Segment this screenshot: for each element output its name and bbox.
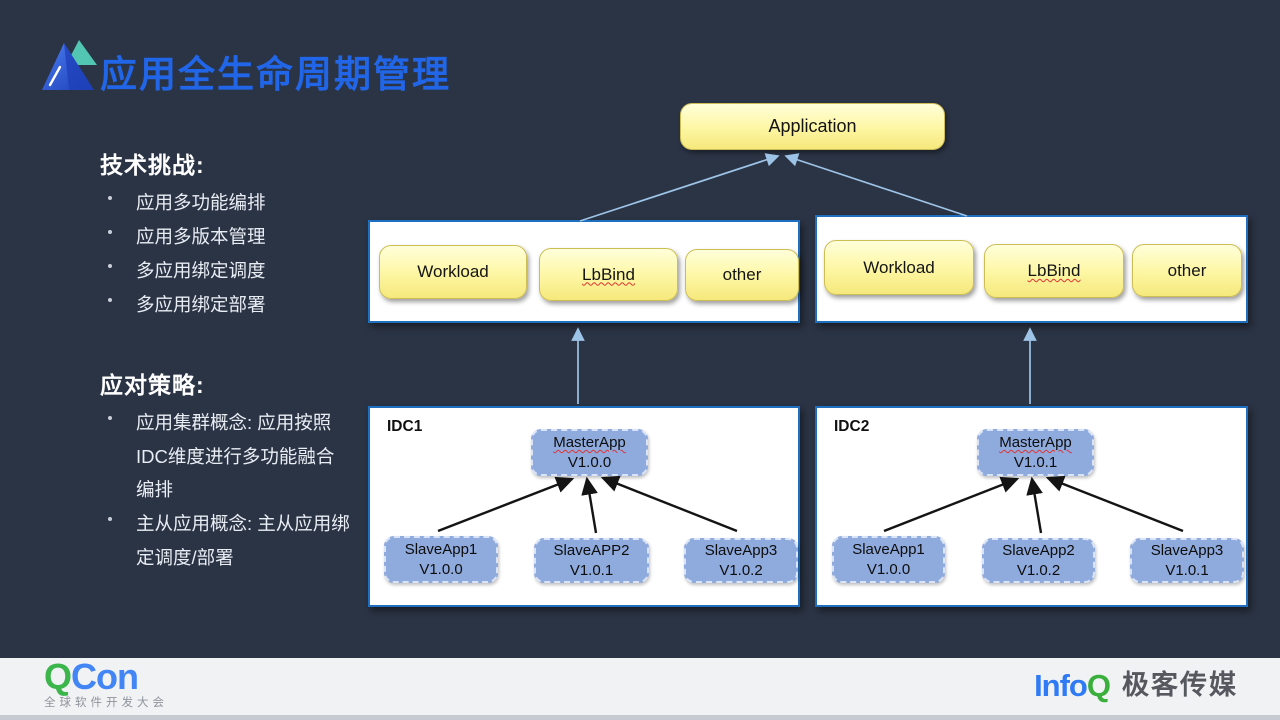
footer-band: QCon 全球软件开发大会 InfoQ 极客传媒	[0, 658, 1280, 715]
challenges-heading: 技术挑战:	[100, 152, 205, 178]
application-node: Application	[680, 103, 945, 150]
footer-bottom-strip	[0, 715, 1280, 720]
workload-node: Workload	[379, 245, 527, 299]
slave-app-node: SlaveApp3 V1.0.2	[684, 538, 798, 583]
cluster-container-2: Workload LbBind other	[815, 215, 1248, 323]
strategy-item: 主从应用概念: 主从应用绑定调度/部署	[108, 507, 352, 574]
challenge-item: 多应用绑定部署	[108, 288, 266, 322]
bullet-dot	[108, 298, 112, 302]
strategy-item: 应用集群概念: 应用按照IDC维度进行多功能融合编排	[108, 406, 352, 507]
slave-app-node: SlaveApp1 V1.0.0	[832, 536, 945, 583]
page-title: 应用全生命周期管理	[100, 54, 451, 95]
qcon-wordmark: QCon	[44, 656, 139, 697]
challenge-item: 应用多版本管理	[108, 220, 266, 254]
challenge-item: 应用多功能编排	[108, 186, 266, 220]
master-app-node: MasterApp V1.0.0	[531, 429, 648, 476]
slave-app-node: SlaveApp3 V1.0.1	[1130, 538, 1244, 583]
other-node: other	[685, 249, 799, 301]
infoq-wordmark: InfoQ	[1034, 668, 1111, 703]
master-app-node: MasterApp V1.0.1	[977, 429, 1094, 476]
bullet-dot	[108, 264, 112, 268]
company-triangle-logo-icon	[42, 40, 97, 90]
bullet-dot	[108, 517, 112, 521]
cluster-container-1: Workload LbBind other	[368, 220, 800, 323]
bullet-dot	[108, 416, 112, 420]
idc1-container: IDC1 MasterApp V1.0.0 SlaveApp1 V1.0.0 S…	[368, 406, 800, 607]
idc2-container: IDC2 MasterApp V1.0.1 SlaveApp1 V1.0.0 S…	[815, 406, 1248, 607]
lbbind-node: LbBind	[984, 244, 1124, 298]
strategies-heading: 应对策略:	[100, 372, 205, 398]
challenge-item: 多应用绑定调度	[108, 254, 266, 288]
slave-app-node: SlaveAPP2 V1.0.1	[534, 538, 649, 583]
slave-app-node: SlaveApp2 V1.0.2	[982, 538, 1095, 583]
idc-label: IDC1	[387, 418, 423, 435]
slave-app-node: SlaveApp1 V1.0.0	[384, 536, 498, 583]
lbbind-node: LbBind	[539, 248, 678, 301]
infoq-cn-wordmark: 极客传媒	[1122, 670, 1238, 700]
idc-label: IDC2	[834, 418, 870, 435]
bullet-dot	[108, 196, 112, 200]
other-node: other	[1132, 244, 1242, 297]
infoq-logo: InfoQ 极客传媒	[1034, 670, 1238, 701]
bullet-dot	[108, 230, 112, 234]
qcon-logo: QCon 全球软件开发大会	[44, 659, 168, 710]
workload-node: Workload	[824, 240, 974, 295]
qcon-subtitle: 全球软件开发大会	[44, 697, 168, 709]
